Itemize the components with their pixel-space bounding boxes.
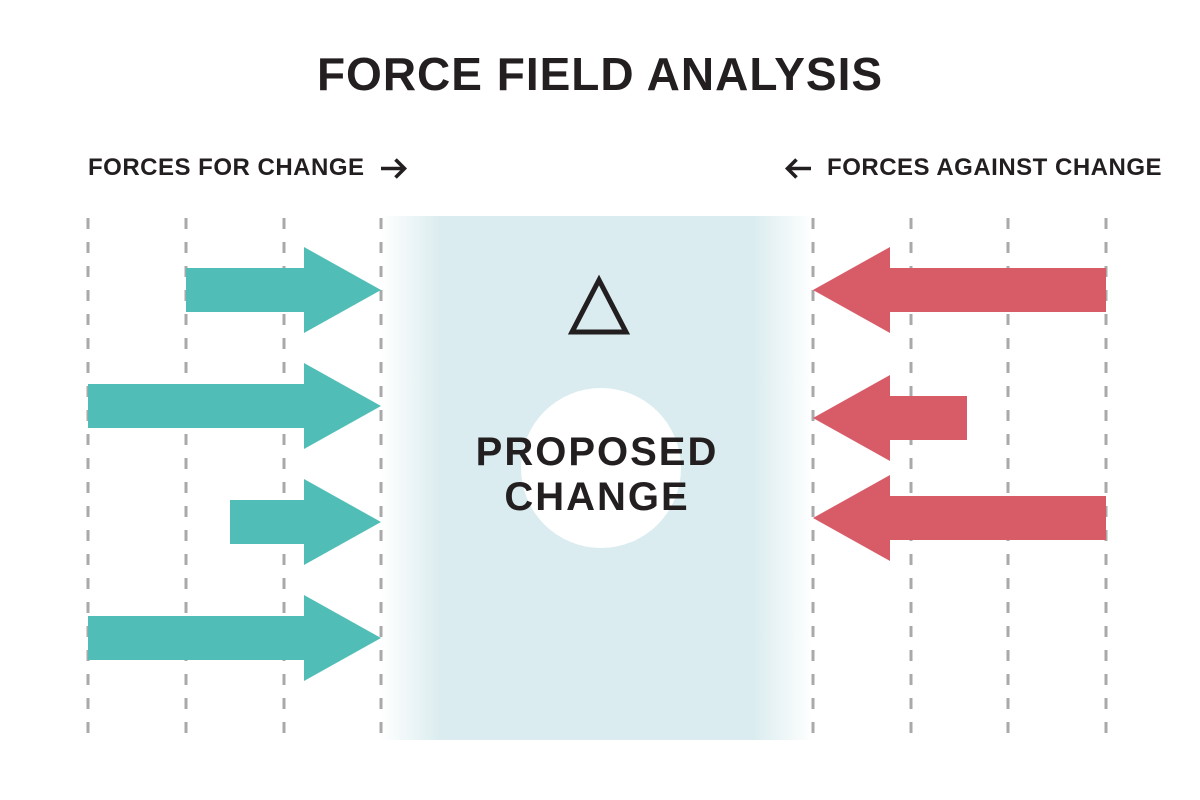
force-arrow-for: [88, 595, 381, 681]
force-arrow-for: [230, 479, 381, 565]
force-arrow-for: [186, 247, 381, 333]
force-arrows: [88, 247, 1106, 681]
proposed-change-label: PROPOSED CHANGE: [381, 430, 813, 520]
forces-for-change-header: FORCES FOR CHANGE: [88, 150, 407, 186]
forces-for-change-label: FORCES FOR CHANGE: [88, 154, 365, 181]
center-circle: [521, 388, 681, 548]
delta-triangle-icon: [567, 274, 631, 335]
forces-against-change-label: FORCES AGAINST CHANGE: [827, 154, 1162, 181]
proposed-change-line2: CHANGE: [504, 475, 690, 519]
arrow-left-icon: [785, 157, 812, 179]
force-arrow-for: [88, 363, 381, 449]
force-arrow-against: [813, 475, 1106, 561]
page-title: FORCE FIELD ANALYSIS: [316, 48, 884, 100]
force-arrow-against: [813, 247, 1106, 333]
forces-against-change-header: FORCES AGAINST CHANGE: [785, 150, 1162, 186]
proposed-change-line1: PROPOSED: [475, 430, 719, 474]
force-arrow-against: [813, 375, 967, 461]
arrow-right-icon: [380, 157, 407, 179]
